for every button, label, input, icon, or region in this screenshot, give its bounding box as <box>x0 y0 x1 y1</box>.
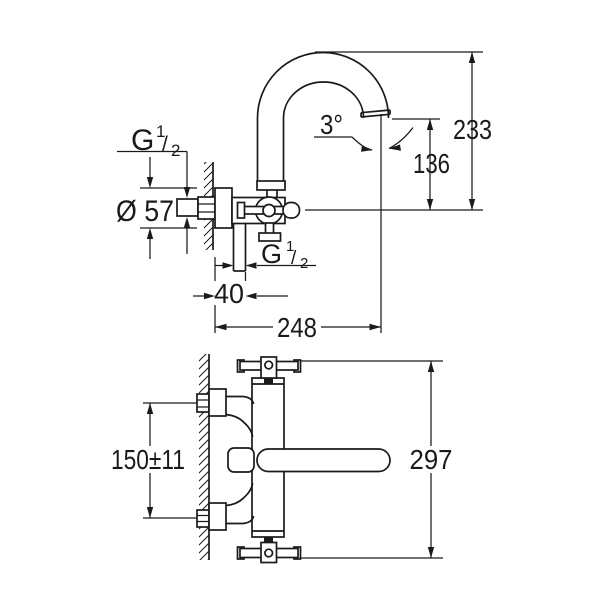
label-thread-bottom-letter: G <box>261 239 282 269</box>
extension-lines-front <box>143 360 443 559</box>
handle-screw-top <box>264 360 274 370</box>
faucet-front-outline <box>196 356 391 564</box>
label-dim-233: 233 <box>453 114 492 145</box>
dim-connection-spacing-150: 150±11 <box>109 403 188 518</box>
label-angle-3deg: 3° <box>320 109 343 140</box>
dim-overall-height-233: 233 <box>453 52 492 210</box>
dim-overall-width-297: 297 <box>408 361 454 558</box>
dim-thread-top: G 1 / 2 <box>117 122 191 254</box>
inlet-hex-nut <box>197 196 216 220</box>
extension-lines-side <box>140 51 483 333</box>
spout-outlet-face <box>360 109 391 118</box>
label-thread-top-slash: / <box>162 133 168 156</box>
cross-handle-top-front <box>236 356 302 379</box>
wall-hatching-front <box>199 354 210 560</box>
dim-outlet-offset-40: 40 <box>193 278 288 309</box>
cross-handle <box>236 196 301 242</box>
label-dim-40: 40 <box>214 278 244 309</box>
label-dim-248: 248 <box>277 312 317 343</box>
dim-spout-reach-248: 248 <box>215 312 381 343</box>
label-thread-bottom-denominator: 2 <box>300 255 308 272</box>
label-dim-297: 297 <box>410 444 453 475</box>
handle-screw <box>262 203 276 218</box>
label-dim-136: 136 <box>413 148 450 179</box>
supply-connection-top <box>196 388 255 438</box>
dim-outlet-height-136: 136 <box>413 119 450 210</box>
dim-thread-bottom: G 1 / 2 <box>215 238 316 272</box>
label-thread-top-denominator: 2 <box>171 141 180 160</box>
label-diameter-57: Ø 57 <box>116 195 174 228</box>
gooseneck-spout <box>256 51 391 198</box>
escutcheon-flange <box>214 187 233 229</box>
dim-spout-angle: 3° <box>314 109 414 152</box>
cross-handle-bottom-front <box>236 541 302 564</box>
label-thread-bottom-numerator: 1 <box>286 238 294 255</box>
dim-escutcheon-diameter: Ø 57 <box>116 157 174 259</box>
side-view: G 1 / 2 Ø 57 3° 136 <box>116 51 492 343</box>
outlet-tube-bottom <box>232 223 247 272</box>
label-dim-150: 150±11 <box>111 444 185 475</box>
faucet-side-outline <box>176 51 391 272</box>
label-thread-top-letter: G <box>131 124 154 157</box>
supply-connection-bottom <box>196 482 255 531</box>
label-thread-bottom-slash: / <box>291 248 297 269</box>
center-union <box>227 447 255 473</box>
handle-screw-bottom <box>264 548 274 558</box>
front-view: 150±11 297 <box>109 354 454 564</box>
spout-union-nut <box>256 180 286 191</box>
label-thread-top-numerator: 1 <box>156 122 165 141</box>
spout-front <box>256 448 391 473</box>
inlet-nipple <box>176 198 199 217</box>
